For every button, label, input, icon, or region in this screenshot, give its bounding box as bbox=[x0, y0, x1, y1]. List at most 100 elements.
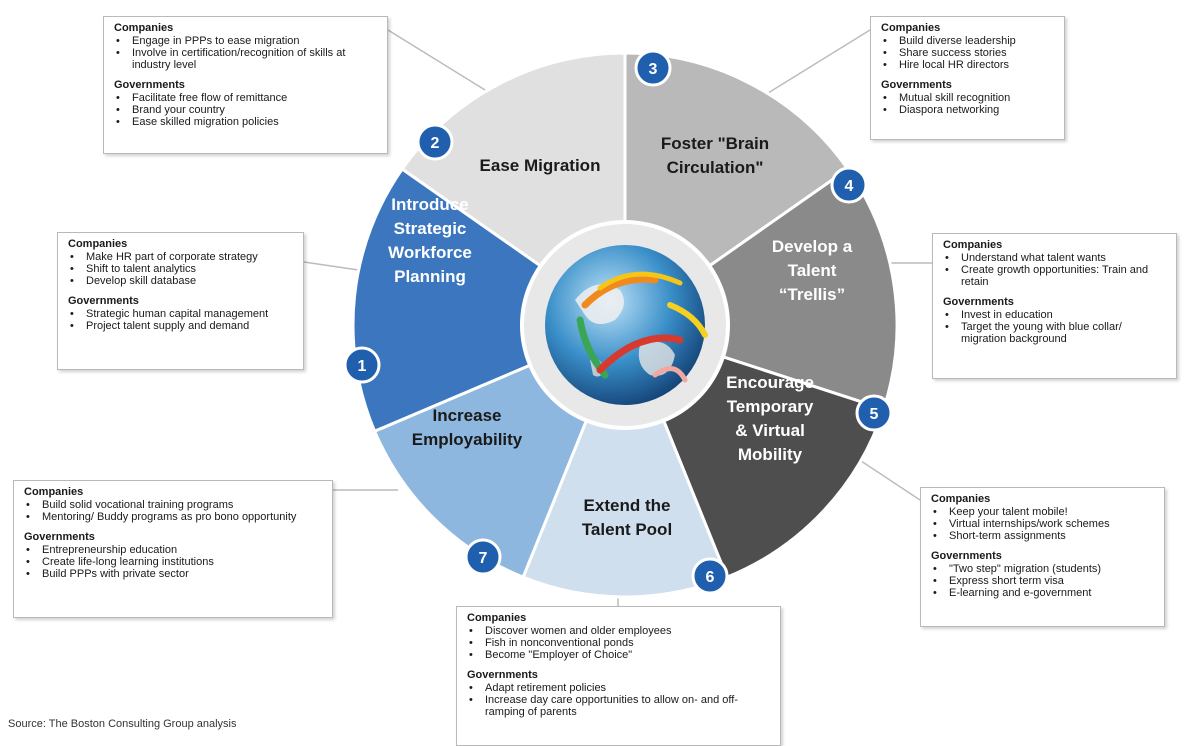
badge-circle bbox=[343, 346, 381, 384]
list-item: Mutual skill recognition bbox=[881, 92, 1056, 104]
box-strategic-workforce-planning: Companies Make HR part of corporate stra… bbox=[57, 232, 304, 370]
badge-circle bbox=[855, 394, 893, 432]
companies-list: Make HR part of corporate strategy Shift… bbox=[68, 251, 295, 287]
migration-arrow-red bbox=[596, 334, 684, 374]
badge-circle bbox=[830, 166, 868, 204]
governments-heading: Governments bbox=[24, 531, 95, 543]
list-item: Involve in certification/recognition of … bbox=[114, 47, 379, 71]
connector-line bbox=[851, 454, 921, 501]
segment-strategic-workforce-planning bbox=[351, 166, 629, 434]
number-badge-5: 5 bbox=[855, 394, 893, 432]
migration-arrow-orange bbox=[581, 275, 659, 309]
source-note: Source: The Boston Consulting Group anal… bbox=[8, 718, 237, 730]
governments-heading: Governments bbox=[943, 296, 1014, 308]
connector-line bbox=[759, 29, 871, 99]
number-badge-1: 1 bbox=[343, 346, 381, 384]
label-ease-migration: Ease Migration bbox=[480, 156, 601, 175]
companies-list: Engage in PPPs to ease migration Involve… bbox=[114, 35, 379, 71]
list-item: Build solid vocational training programs bbox=[24, 499, 324, 511]
list-item: Mentoring/ Buddy programs as pro bono op… bbox=[24, 511, 324, 523]
list-item: Ease skilled migration policies bbox=[114, 116, 379, 128]
box-temporary-virtual-mobility: Companies Keep your talent mobile! Virtu… bbox=[920, 487, 1165, 627]
globe-center bbox=[520, 220, 730, 430]
governments-list: Invest in education Target the young wit… bbox=[943, 309, 1168, 345]
badge-number: 1 bbox=[358, 358, 367, 375]
list-item: Understand what talent wants bbox=[943, 252, 1168, 264]
list-item: E-learning and e-government bbox=[931, 587, 1156, 599]
governments-heading: Governments bbox=[881, 79, 952, 91]
list-item: Virtual internships/work schemes bbox=[931, 518, 1156, 530]
badge-number: 2 bbox=[431, 135, 440, 152]
badge-circle bbox=[416, 123, 454, 161]
number-badge-6: 6 bbox=[691, 557, 729, 595]
list-item: Adapt retirement policies bbox=[467, 682, 772, 694]
list-item: Develop skill database bbox=[68, 275, 295, 287]
list-item: Build PPPs with private sector bbox=[24, 568, 324, 580]
globe-icon bbox=[545, 245, 705, 405]
list-item: Facilitate free flow of remittance bbox=[114, 92, 379, 104]
number-badges: 1 2 3 4 5 6 7 bbox=[343, 49, 893, 595]
badge-circle bbox=[691, 557, 729, 595]
list-item: "Two step" migration (students) bbox=[931, 563, 1156, 575]
governments-heading: Governments bbox=[114, 79, 185, 91]
badge-number: 3 bbox=[649, 61, 658, 78]
number-badge-2: 2 bbox=[416, 123, 454, 161]
list-item: Hire local HR directors bbox=[881, 59, 1056, 71]
list-item: Keep your talent mobile! bbox=[931, 506, 1156, 518]
list-item: Create life-long learning institutions bbox=[24, 556, 324, 568]
companies-heading: Companies bbox=[943, 239, 1003, 251]
companies-heading: Companies bbox=[931, 493, 991, 505]
badge-circle bbox=[464, 538, 502, 576]
list-item: Make HR part of corporate strategy bbox=[68, 251, 295, 263]
companies-heading: Companies bbox=[68, 238, 128, 250]
governments-list: Strategic human capital management Proje… bbox=[68, 308, 295, 332]
connector-line bbox=[387, 29, 499, 99]
box-talent-trellis: Companies Understand what talent wants C… bbox=[932, 233, 1177, 379]
list-item: Fish in nonconventional ponds bbox=[467, 637, 772, 649]
governments-list: Adapt retirement policies Increase day c… bbox=[467, 682, 772, 718]
list-item: Short-term assignments bbox=[931, 530, 1156, 542]
list-item: Become "Employer of Choice" bbox=[467, 649, 772, 661]
governments-list: Entrepreneurship education Create life-l… bbox=[24, 544, 324, 580]
list-item: Engage in PPPs to ease migration bbox=[114, 35, 379, 47]
badge-number: 5 bbox=[870, 406, 879, 423]
badge-circle bbox=[634, 49, 672, 87]
governments-list: "Two step" migration (students) Express … bbox=[931, 563, 1156, 599]
list-item: Invest in education bbox=[943, 309, 1168, 321]
list-item: Express short term visa bbox=[931, 575, 1156, 587]
migration-arrow-yellow bbox=[667, 302, 708, 338]
companies-list: Build diverse leadership Share success s… bbox=[881, 35, 1056, 71]
migration-arrow-pink bbox=[652, 366, 688, 383]
governments-heading: Governments bbox=[68, 295, 139, 307]
companies-list: Build solid vocational training programs… bbox=[24, 499, 324, 523]
globe-landmass bbox=[575, 284, 624, 324]
companies-heading: Companies bbox=[24, 486, 84, 498]
list-item: Target the young with blue collar/ migra… bbox=[943, 321, 1168, 345]
governments-heading: Governments bbox=[931, 550, 1002, 562]
badge-number: 7 bbox=[479, 550, 488, 567]
box-brain-circulation: Companies Build diverse leadership Share… bbox=[870, 16, 1065, 140]
migration-arrow-yellow bbox=[597, 271, 683, 291]
list-item: Diaspora networking bbox=[881, 104, 1056, 116]
companies-heading: Companies bbox=[881, 22, 941, 34]
companies-list: Discover women and older employees Fish … bbox=[467, 625, 772, 661]
list-item: Entrepreneurship education bbox=[24, 544, 324, 556]
governments-heading: Governments bbox=[467, 669, 538, 681]
list-item: Discover women and older employees bbox=[467, 625, 772, 637]
number-badge-3: 3 bbox=[634, 49, 672, 87]
list-item: Brand your country bbox=[114, 104, 379, 116]
list-item: Share success stories bbox=[881, 47, 1056, 59]
companies-list: Understand what talent wants Create grow… bbox=[943, 252, 1168, 288]
badge-number: 4 bbox=[845, 178, 854, 195]
governments-list: Facilitate free flow of remittance Brand… bbox=[114, 92, 379, 128]
companies-list: Keep your talent mobile! Virtual interns… bbox=[931, 506, 1156, 542]
badge-number: 6 bbox=[706, 569, 715, 586]
number-badge-7: 7 bbox=[464, 538, 502, 576]
list-item: Strategic human capital management bbox=[68, 308, 295, 320]
